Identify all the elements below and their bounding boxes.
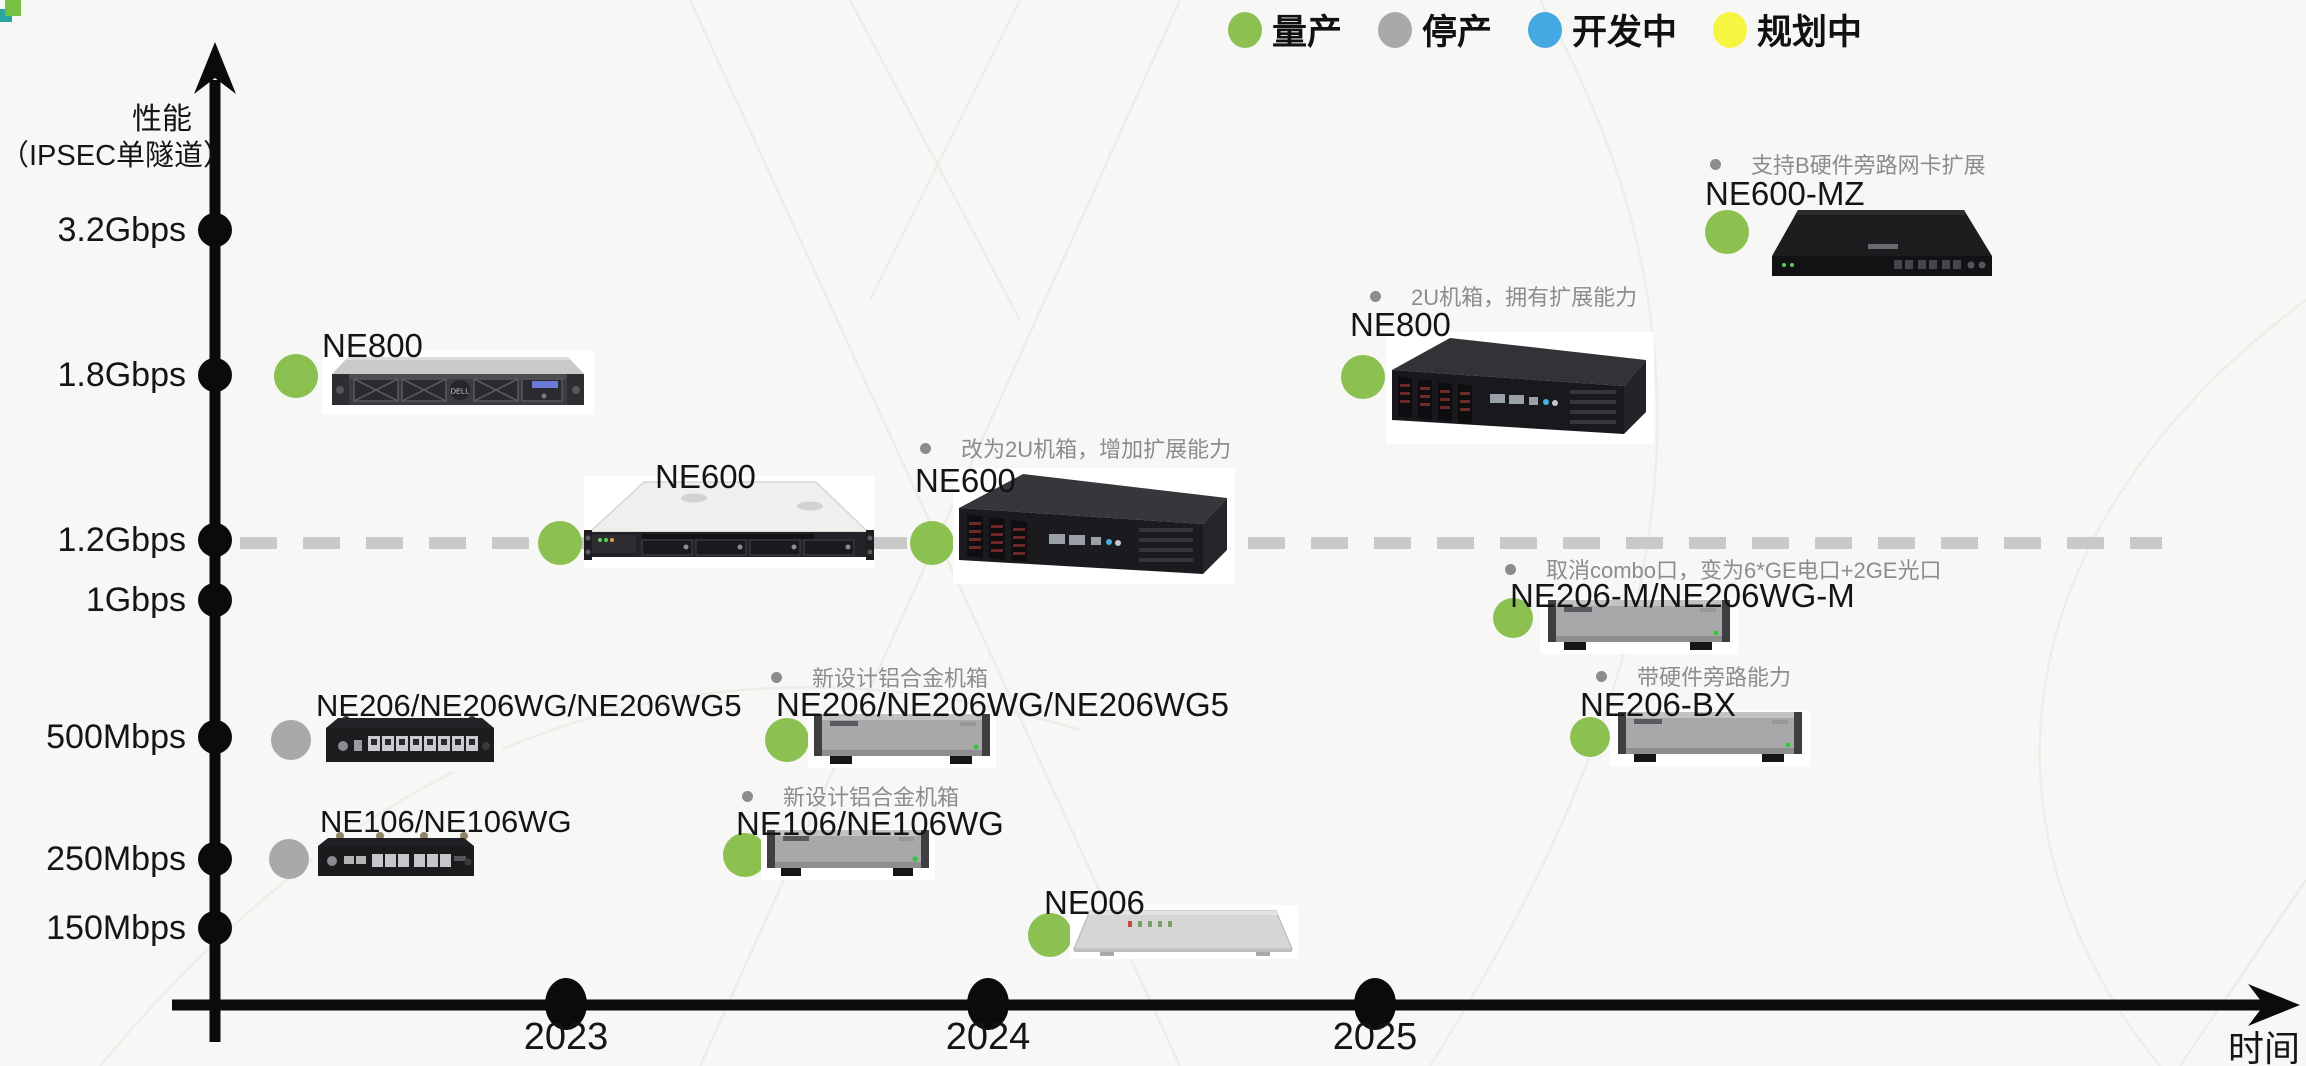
legend-label: 量产 [1272,13,1343,52]
y-tick-dot [198,358,232,392]
x-tick-dot [545,978,587,1030]
status-dot [538,521,582,565]
status-dot [1705,210,1749,254]
status-dot [765,718,809,762]
y-tick-dot [198,583,232,617]
y-axis-title-line2: （IPSEC单隧道） [0,140,233,172]
product-note-ne206-new: 新设计铝合金机箱 [771,661,988,693]
legend-item-in-development: 开发中 [1528,4,1677,55]
device-image-ne206-new [808,712,996,768]
legend-item-planned: 规划中 [1713,4,1862,55]
device-image-ne206-m [1540,598,1738,654]
y-tick-label-500mbps: 500Mbps [46,718,186,756]
y-tick-label-1gbps: 1Gbps [85,581,186,619]
product-label-ne600-2u: NE600 [915,462,1016,499]
status-dot [269,839,309,879]
y-tick-dot [198,911,232,945]
product-note-ne206-m: 取消combo口，变为6*GE电口+2GE光口 [1505,553,1942,585]
product-label-ne006: NE006 [1044,884,1145,921]
legend-swatch-blue [1528,11,1563,48]
x-tick-dot [967,978,1009,1030]
status-dot [1341,355,1385,399]
svg-text:DELL: DELL [451,387,470,396]
device-image-ne800-2u [1386,332,1654,444]
device-image-ne800-1u: DELL [322,350,594,414]
note-bullet-icon [1710,158,1721,170]
product-label-ne106-new: NE106/NE106WG [736,805,1004,842]
x-axis-arrow [2248,984,2300,1026]
product-note-ne600-2u: 改为2U机箱，增加扩展能力 [920,432,1231,464]
legend-item-discontinued: 停产 [1378,4,1492,55]
device-image-ne206-old [316,710,502,772]
x-tick-label-2025: 2025 [1332,1016,1418,1058]
status-legend: 量产 停产 开发中 规划中 [1228,4,1862,55]
note-bullet-icon [742,790,753,802]
status-dot [274,354,318,398]
product-label-ne206-old: NE206/NE206WG/NE206WG5 [316,688,742,723]
status-dot [271,720,311,760]
y-axis-arrow [194,42,236,94]
note-bullet-icon [1505,563,1516,575]
product-label-ne800-1u: NE800 [322,327,423,364]
y-tick-dot [198,523,232,557]
x-tick-label-2024: 2024 [945,1016,1031,1058]
device-image-ne006 [1070,905,1298,959]
y-tick-label-150mbps: 150Mbps [46,909,186,947]
product-label-ne600-1u: NE600 [655,458,756,495]
corner-logo [0,0,26,26]
note-bullet-icon [1370,290,1381,302]
x-tick-label-2023: 2023 [523,1016,609,1058]
y-tick-label-250mbps: 250Mbps [46,840,186,878]
device-image-ne600-2u [953,468,1235,584]
y-tick-label-1-8gbps: 1.8Gbps [57,356,186,394]
x-axis-title: 时间 [2227,1028,2300,1066]
product-label-ne206-m: NE206-M/NE206WG-M [1510,577,1855,614]
device-image-ne600-1u [584,476,874,568]
note-bullet-icon [920,442,931,454]
y-tick-dot [198,213,232,247]
status-dot [910,521,954,565]
y-tick-label-3-2gbps: 3.2Gbps [57,211,186,249]
legend-label: 开发中 [1572,13,1678,52]
product-note-ne800-2u: 2U机箱，拥有扩展能力 [1370,280,1637,312]
device-image-ne106-new [761,828,935,880]
y-tick-label-1-2gbps: 1.2Gbps [57,521,186,559]
status-dot [1570,717,1610,757]
y-axis-title-line1: 性能 [132,103,192,136]
device-image-ne206-bx [1610,710,1810,766]
product-note-ne206-bx: 带硬件旁路能力 [1596,660,1791,692]
legend-swatch-yellow [1713,11,1748,48]
product-note-ne600-mz: 支持B硬件旁路网卡扩展 [1710,148,1986,180]
legend-label: 规划中 [1757,13,1863,52]
legend-swatch-green [1228,11,1262,48]
device-image-ne106-old [312,826,480,884]
status-dot [1028,913,1072,957]
status-dot [1493,598,1533,638]
product-label-ne206-new: NE206/NE206WG/NE206WG5 [776,686,1230,723]
note-bullet-icon [771,671,782,683]
y-tick-dot [198,842,232,876]
legend-swatch-gray [1378,11,1413,48]
product-label-ne600-mz: NE600-MZ [1705,175,1865,212]
status-dot [723,833,767,877]
product-note-ne106-new: 新设计铝合金机箱 [742,780,959,812]
legend-item-mass-production: 量产 [1228,4,1342,55]
legend-label: 停产 [1422,13,1493,52]
product-label-ne800-2u: NE800 [1350,306,1451,343]
y-tick-dot [198,720,232,754]
device-image-ne600-mz [1768,202,1996,292]
x-tick-dot [1354,978,1396,1030]
note-bullet-icon [1596,670,1607,682]
product-label-ne206-bx: NE206-BX [1580,686,1736,723]
product-label-ne106-old: NE106/NE106WG [320,804,572,839]
